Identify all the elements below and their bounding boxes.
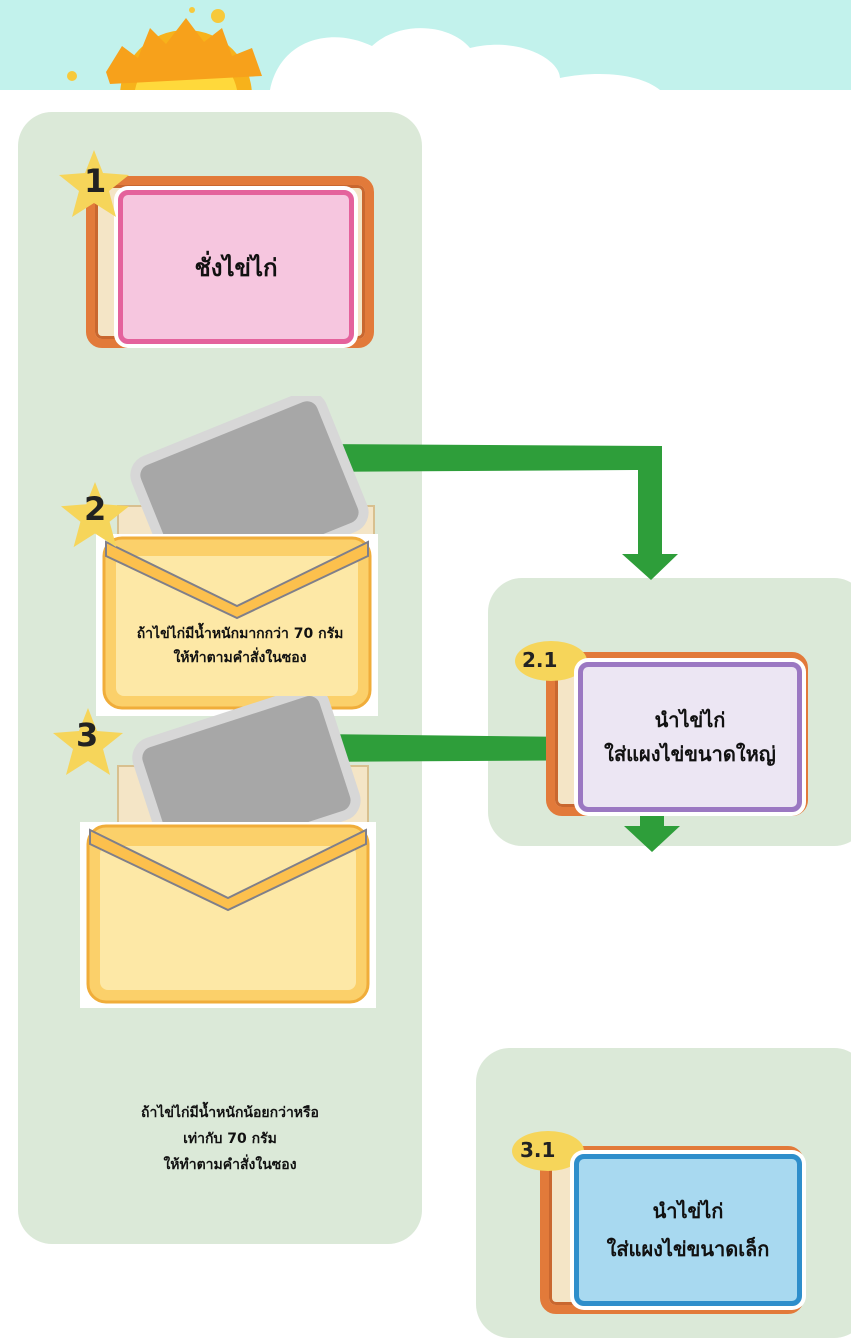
step-2-1-number: 2.1 [522, 648, 558, 672]
step-2-number: 2 [84, 490, 107, 528]
step-3-number: 3 [76, 716, 99, 754]
step-2-envelope [96, 396, 378, 716]
step-1-text: ชั่งไข่ไก่ [194, 253, 278, 282]
step-3-line-1: ถ้าไข่ไก่มีน้ำหนักน้อยกว่าหรือ [141, 1105, 319, 1121]
step-2-1-line-1: นำไข่ไก่ [654, 708, 726, 732]
step-3-1-card: นำไข่ไก่ ใส่แผงไข่ขนาดเล็ก [574, 1154, 802, 1306]
star-badge-icon [60, 481, 130, 548]
number-badge-icon [512, 1131, 584, 1171]
step-3-1-line-1: นำไข่ไก่ [652, 1199, 724, 1223]
step-3-line-3: ให้ทำตามคำสั่งในซอง [163, 1157, 297, 1173]
step-2-line-2: ให้ทำตามคำสั่งในซอง [173, 650, 307, 666]
header-banner [0, 0, 851, 90]
step-3-envelope [80, 696, 376, 1008]
step-2-text: ถ้าไข่ไก่มีน้ำหนักมากกว่า 70 กรัม ให้ทำต… [104, 622, 376, 670]
step-2-1-card: นำไข่ไก่ ใส่แผงไข่ขนาดใหญ่ [578, 662, 802, 812]
step-3-1-number: 3.1 [520, 1138, 556, 1162]
step-2-line-1: ถ้าไข่ไก่มีน้ำหนักมากกว่า 70 กรัม [136, 626, 344, 642]
step-3-text: ถ้าไข่ไก่มีน้ำหนักน้อยกว่าหรือ เท่ากับ 7… [90, 1100, 370, 1178]
cloud-icon [270, 28, 660, 90]
step-3-line-2: เท่ากับ 70 กรัม [183, 1131, 277, 1147]
star-badge-icon [53, 708, 123, 775]
step-1-card: ชั่งไข่ไก่ [118, 190, 354, 344]
envelope-icon [86, 824, 370, 1004]
sun-icon [67, 7, 301, 90]
step-3-1-line-2: ใส่แผงไข่ขนาดเล็ก [606, 1237, 770, 1261]
envelope-icon [102, 536, 372, 710]
star-badge-icon [59, 150, 129, 217]
step-2-1-line-2: ใส่แผงไข่ขนาดใหญ่ [604, 742, 776, 766]
number-badge-icon [515, 641, 587, 681]
step-1-number: 1 [84, 162, 107, 200]
